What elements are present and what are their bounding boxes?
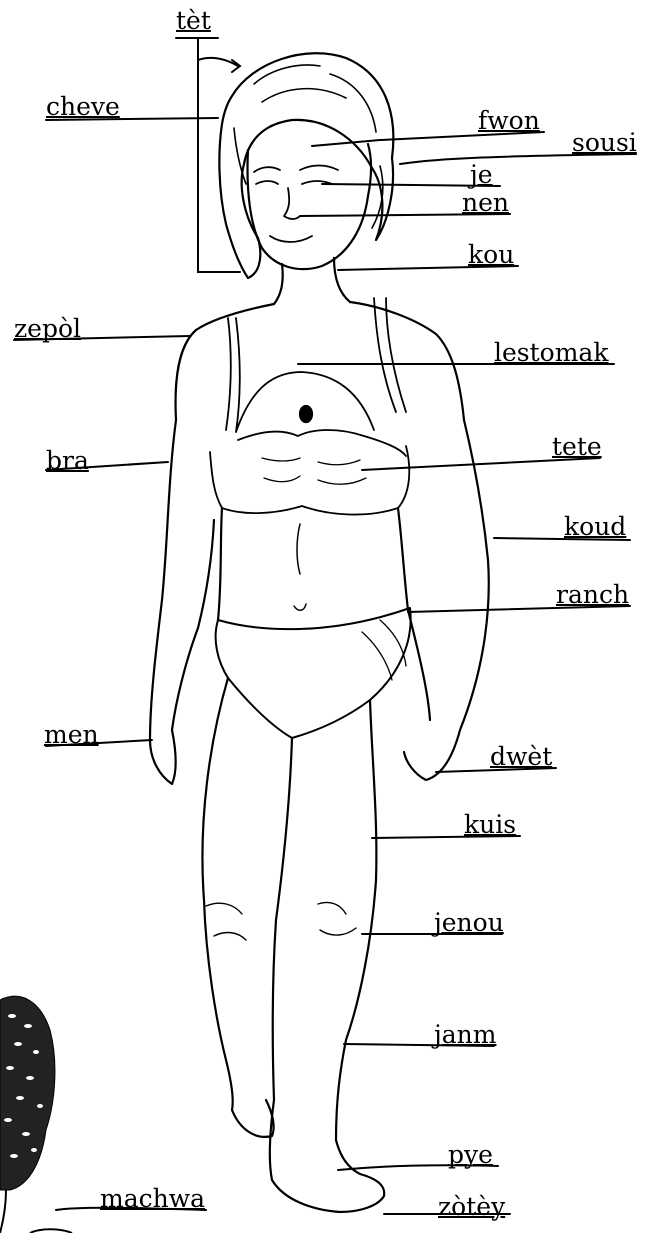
label-zepol: zepòl (14, 316, 81, 341)
label-lestomak: lestomak (494, 340, 608, 365)
cleavage-mark (300, 406, 312, 422)
right-arm (150, 420, 214, 784)
shoulders (176, 302, 464, 420)
label-koud: koud (564, 514, 626, 539)
label-bra: bra (46, 448, 89, 473)
label-zotey: zòtèy (438, 1194, 505, 1219)
label-dwet: dwèt (490, 744, 552, 769)
label-machwa: machwa (100, 1186, 205, 1211)
label-tete: tete (552, 434, 602, 459)
torso (218, 508, 408, 620)
left-arm (404, 420, 489, 780)
hair-outline (219, 53, 393, 278)
label-je: je (470, 162, 493, 187)
brows-eyes (254, 166, 338, 185)
face-outline (248, 144, 371, 269)
left-leg (336, 700, 376, 1140)
label-sousi: sousi (572, 130, 637, 155)
bra-folds (262, 458, 366, 484)
label-kuis: kuis (464, 812, 516, 837)
label-nen: nen (462, 190, 509, 215)
midline-navel (294, 524, 306, 610)
label-men: men (44, 722, 99, 747)
right-leg (202, 678, 384, 1212)
label-cheve: cheve (46, 94, 120, 119)
label-jenou: jenou (434, 910, 504, 935)
label-janm: janm (434, 1022, 496, 1047)
label-pye: pye (448, 1142, 493, 1167)
briefs-folds (362, 620, 406, 680)
hair-strands (234, 65, 383, 228)
briefs (216, 608, 411, 738)
label-tet: tèt (176, 8, 211, 33)
label-kou: kou (468, 242, 514, 267)
knee-marks (206, 902, 356, 940)
label-fwon: fwon (478, 108, 540, 133)
label-ranch: ranch (556, 582, 629, 607)
shrub (0, 996, 72, 1233)
